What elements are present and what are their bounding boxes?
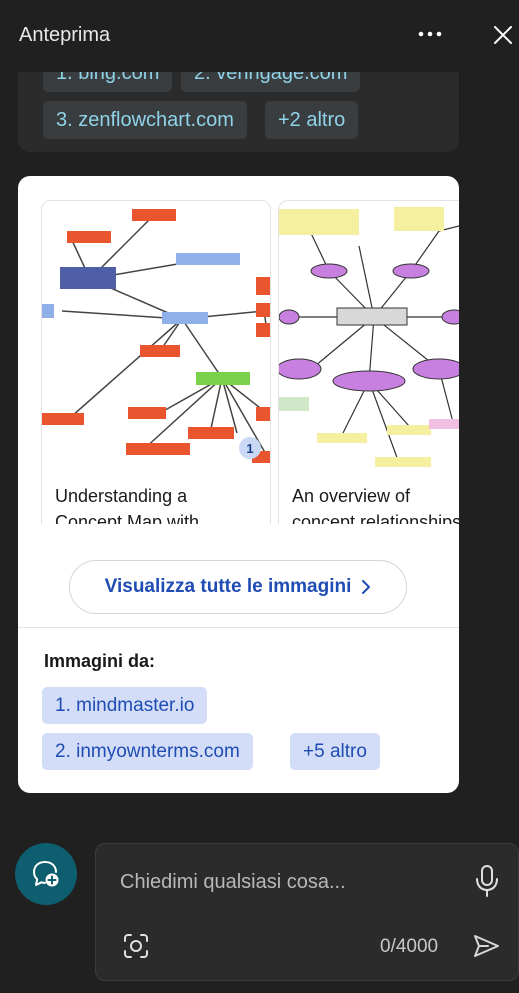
image-caption: Understanding a Concept Map with… [55,486,218,524]
view-all-images-button[interactable]: Visualizza tutte le immagini [69,560,407,614]
chat-input[interactable] [120,868,460,896]
view-all-images-label: Visualizza tutte le immagini [104,576,352,597]
chat-composer: 0/4000 [95,843,519,981]
more-image-sources-chip[interactable]: +5 altro [290,733,380,770]
header: Anteprima [0,0,519,72]
microphone-icon [476,865,498,897]
source-chip-zenflowchart[interactable]: 3. zenflowchart.com [43,101,247,139]
image-sources-title: Immagini da: [44,651,156,671]
source-chip-mindmaster[interactable]: 1. mindmaster.io [42,687,208,724]
image-card[interactable]: An overview of concept relationships [278,200,459,524]
concept-map-thumbnail [279,201,459,471]
voice-input-button[interactable] [474,864,500,898]
new-chat-icon [33,861,59,887]
divider [18,627,459,628]
character-count: 0/4000 [380,936,439,957]
visual-search-button[interactable] [122,932,150,960]
panel-title: Anteprima [19,24,111,46]
image-card[interactable]: 1 Understanding a Concept Map with… [41,200,271,524]
more-horizontal-icon [418,31,442,37]
citation-badge: 1 [239,437,261,459]
new-topic-button[interactable] [15,843,77,905]
source-chip-inmyownterms[interactable]: 2. inmyownterms.com [42,733,253,770]
visual-search-icon [124,934,148,958]
send-button[interactable] [472,932,500,960]
more-sources-chip[interactable]: +2 altro [265,101,359,139]
close-icon [494,26,512,44]
image-carousel[interactable]: 1 Understanding a Concept Map with… [18,200,459,524]
concept-map-thumbnail [42,201,270,471]
image-results-card: 1 Understanding a Concept Map with… [18,176,459,793]
more-options-button[interactable] [410,20,450,48]
chevron-right-icon [362,580,371,594]
image-caption: An overview of concept relationships [292,486,459,524]
close-button[interactable] [486,18,519,52]
send-icon [474,935,499,957]
